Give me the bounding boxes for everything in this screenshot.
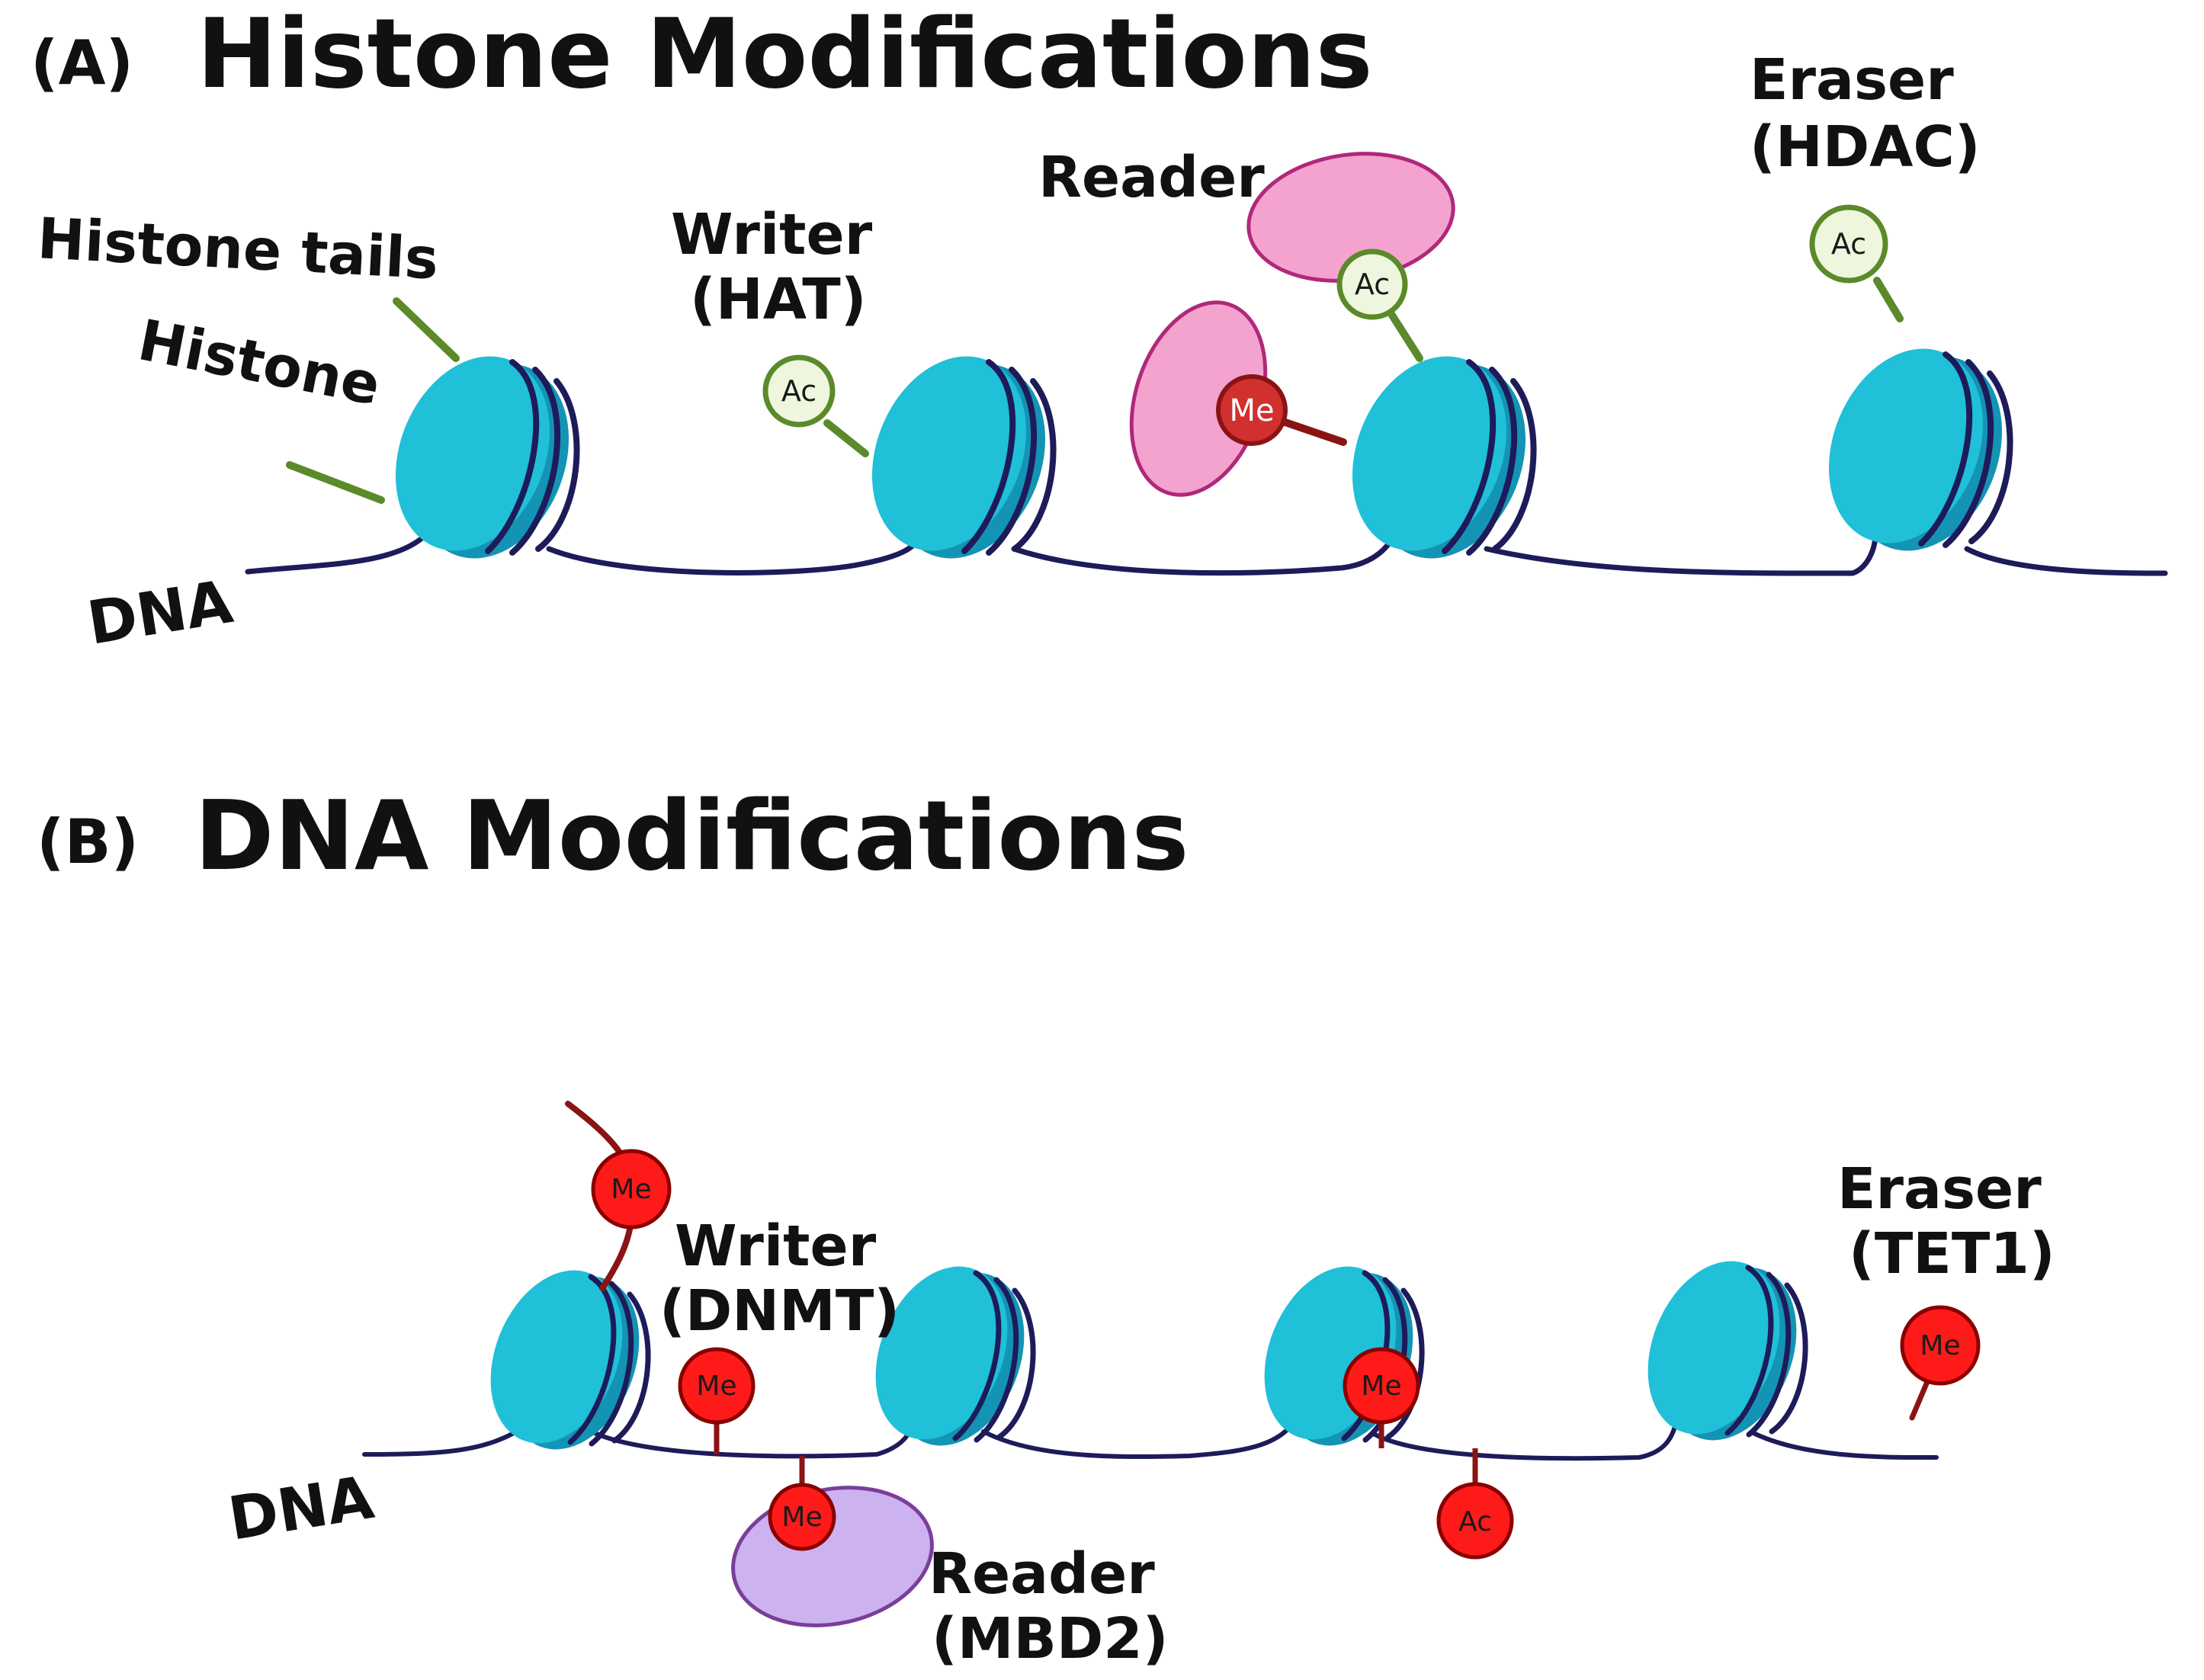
nucleosome: [844, 333, 1073, 582]
nucleosome: [1324, 333, 1553, 582]
nucleosome: [1240, 1247, 1438, 1466]
acetyl-tail: [1388, 310, 1423, 362]
writer-label: Writer: [675, 1214, 877, 1279]
eraser-enzyme-label: (TET1): [1849, 1221, 2055, 1287]
methyl-tail: [1277, 417, 1347, 446]
histone-tail: [286, 461, 385, 504]
writer-enzyme-label: (HAT): [690, 267, 867, 332]
nucleosome: [467, 1251, 664, 1470]
methyl-stem: [1909, 1375, 1932, 1421]
acetyl-tail: [1873, 277, 1904, 322]
methyl-mark: [768, 1483, 836, 1551]
acetyl-mark: [1436, 1482, 1514, 1560]
methyl-mark-label: Me: [1229, 393, 1274, 428]
methyl-mark-label: Me: [1361, 1371, 1401, 1402]
methyl-mark-label: Me: [696, 1371, 736, 1402]
panel-a-letter: (A): [30, 27, 133, 98]
acetyl-mark-label: Ac: [781, 374, 816, 408]
methyl-mark: [1216, 374, 1288, 446]
methyl-mark-label: Me: [611, 1174, 651, 1205]
panel-a-title: Histone Modifications: [197, 0, 1373, 110]
histone-tail: [393, 297, 460, 362]
methyl-mark: [591, 1149, 672, 1230]
methyl-mark: [1343, 1347, 1420, 1425]
dna-label: DNA: [224, 1464, 378, 1554]
reader-enzyme-label: (MBD2): [932, 1606, 1169, 1672]
acetyl-mark-label: Ac: [1355, 268, 1390, 301]
panel-a-dna-strand: [245, 531, 2168, 576]
acetyl-mark-label: Ac: [1831, 227, 1866, 261]
dnmt-strand: [599, 1217, 634, 1291]
histone-tails-label: Histone tails: [36, 206, 440, 292]
reader-label: Reader: [1038, 145, 1265, 210]
histone-label: Histone: [133, 307, 386, 418]
methyl-mark: [678, 1347, 756, 1425]
acetyl-mark: [1809, 204, 1888, 284]
dna-label: DNA: [83, 568, 237, 659]
methyl-mark-label: Me: [1920, 1330, 1960, 1361]
nucleosome: [1801, 325, 2029, 574]
acetyl-mark-label: Ac: [1458, 1506, 1492, 1537]
acetyl-tail: [823, 419, 869, 457]
nucleosome: [367, 333, 596, 582]
eraser-label: Eraser: [1750, 47, 1954, 113]
nucleosome: [1624, 1242, 1821, 1460]
eraser-enzyme-label: (HDAC): [1750, 114, 1981, 180]
panel-b-letter: (B): [37, 806, 139, 877]
methyl-mark: [1900, 1305, 1981, 1386]
acetyl-mark: [762, 354, 836, 428]
writer-label: Writer: [671, 202, 873, 268]
panel-a: (A) Histone Modifications Ac Ac Me Ac: [30, 0, 2168, 659]
methyl-mark-label: Me: [781, 1502, 822, 1533]
reader-protein: [731, 1486, 934, 1627]
writer-enzyme-label: (DNMT): [659, 1278, 900, 1344]
eraser-label: Eraser: [1837, 1156, 2042, 1222]
panel-b-dna-strand: [362, 1415, 1939, 1461]
acetyl-mark: [1336, 248, 1408, 320]
panel-b: (B) DNA Modifications Me Me Me Me Ac: [37, 780, 2055, 1672]
panel-b-title: DNA Modifications: [194, 780, 1189, 892]
reader-label: Reader: [929, 1541, 1155, 1607]
